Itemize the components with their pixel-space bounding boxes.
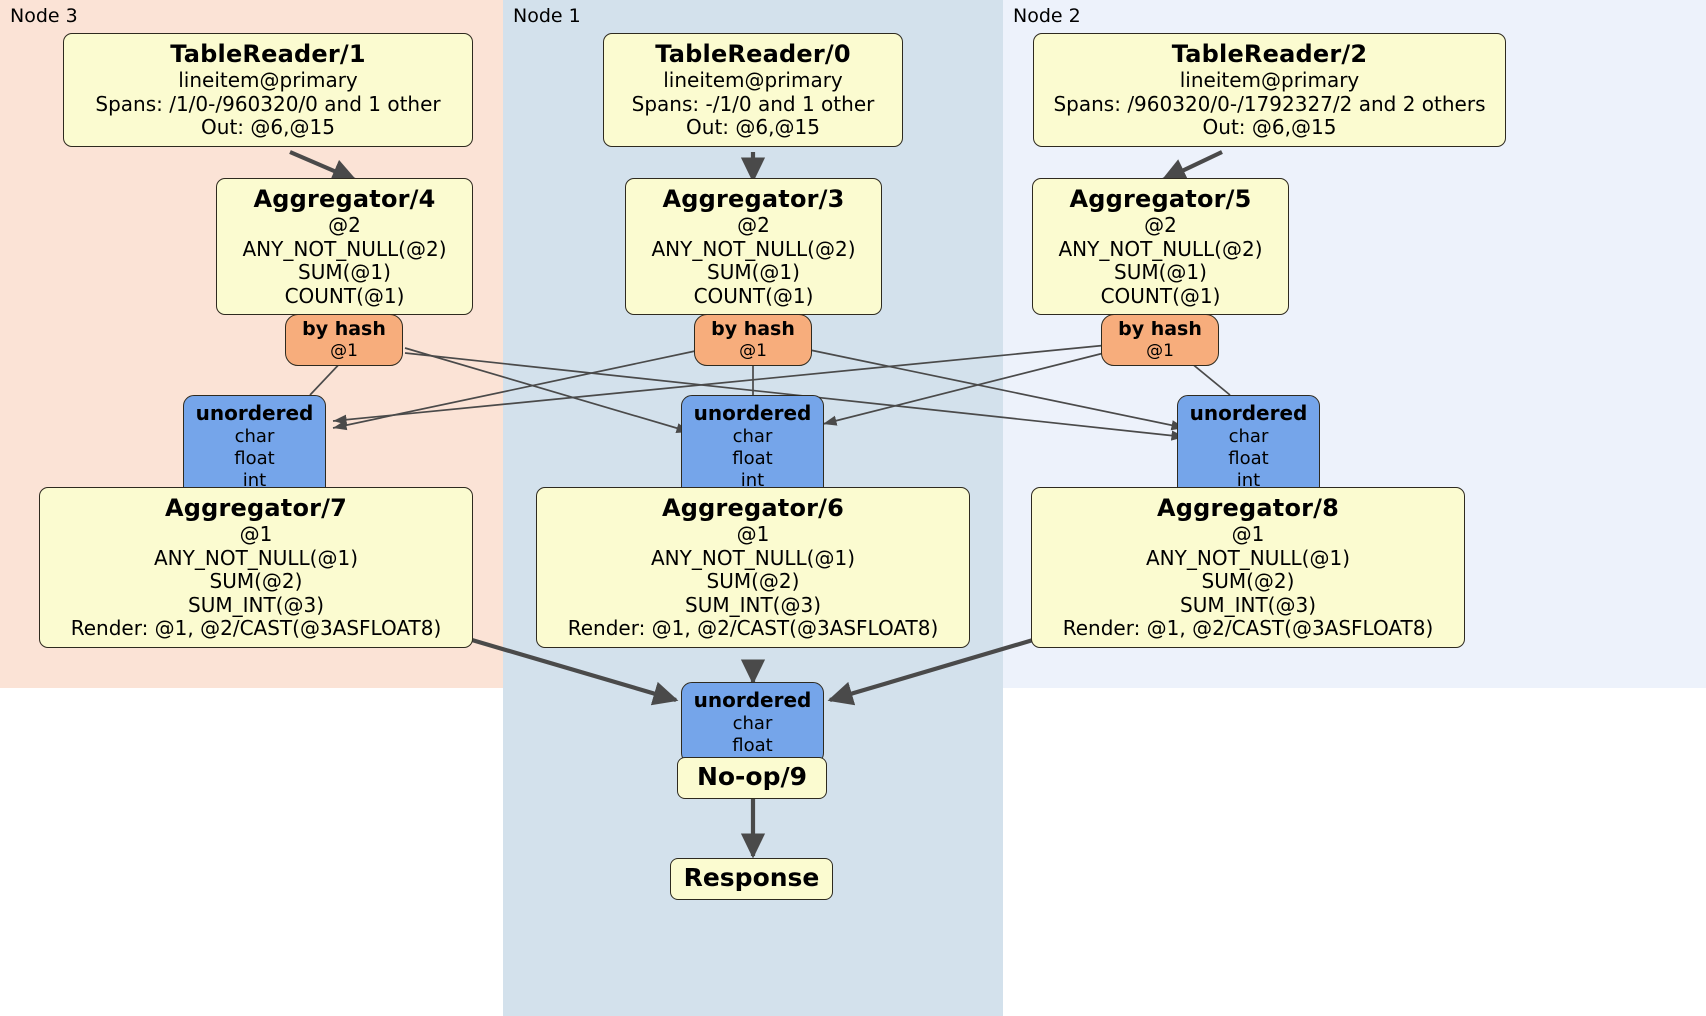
processor-title: Aggregator/7 <box>164 494 348 522</box>
router-title: by hash <box>711 318 795 340</box>
processor-line: @2 <box>1144 213 1177 237</box>
processor-title: Aggregator/3 <box>662 185 845 213</box>
processor-line: Spans: /1/0-/960320/0 and 1 other <box>95 91 441 116</box>
router-by-hash-aggregator-3[interactable]: by hash @1 <box>694 314 812 367</box>
processor-title: No-op/9 <box>696 762 808 791</box>
receiver-line: char <box>234 426 275 447</box>
node-panel-label-node2: Node 2 <box>1013 5 1081 27</box>
receiver-line: char <box>732 713 773 734</box>
processor-aggregator-3[interactable]: Aggregator/3 @2 ANY_NOT_NULL(@2) SUM(@1)… <box>625 178 882 316</box>
router-line: @1 <box>739 340 767 361</box>
router-line: @1 <box>1146 340 1174 361</box>
receiver-line: float <box>1228 447 1269 469</box>
router-line: @1 <box>330 340 358 361</box>
processor-line: @1 <box>1231 522 1265 546</box>
processor-line: @2 <box>737 213 770 237</box>
receiver-line: char <box>1228 426 1269 447</box>
node-panel-label-node3: Node 3 <box>10 5 78 27</box>
processor-line: Out: @6,@15 <box>201 115 335 140</box>
processor-line: COUNT(@1) <box>693 283 814 308</box>
receiver-line: float <box>234 447 275 469</box>
processor-line: COUNT(@1) <box>1100 283 1221 308</box>
processor-line: SUM_INT(@3) <box>1180 592 1316 617</box>
processor-title: Aggregator/4 <box>253 185 436 213</box>
processor-line: @2 <box>328 213 361 237</box>
processor-aggregator-6[interactable]: Aggregator/6 @1 ANY_NOT_NULL(@1) SUM(@2)… <box>536 487 970 648</box>
receiver-line: int <box>1236 469 1261 491</box>
router-by-hash-aggregator-4[interactable]: by hash @1 <box>285 314 403 367</box>
processor-line: Render: @1, @2/CAST(@3ASFLOAT8) <box>70 616 442 641</box>
receiver-title: unordered <box>693 688 812 712</box>
processor-line: ANY_NOT_NULL(@2) <box>1058 236 1263 261</box>
processor-line: SUM(@1) <box>298 260 391 285</box>
processor-line: SUM_INT(@3) <box>685 592 821 617</box>
processor-title: Aggregator/8 <box>1156 494 1340 522</box>
processor-line: @1 <box>736 522 770 546</box>
processor-line: Render: @1, @2/CAST(@3ASFLOAT8) <box>1062 616 1434 641</box>
receiver-line: int <box>242 469 267 491</box>
processor-line: Out: @6,@15 <box>1202 115 1337 140</box>
processor-line: lineitem@primary <box>663 68 843 92</box>
router-title: by hash <box>302 318 386 340</box>
processor-line: ANY_NOT_NULL(@2) <box>242 236 447 261</box>
processor-line: COUNT(@1) <box>284 283 405 308</box>
processor-title: TableReader/0 <box>655 40 851 68</box>
processor-table-reader-1[interactable]: TableReader/1 lineitem@primary Spans: /1… <box>63 33 473 147</box>
receiver-line: char <box>732 426 773 447</box>
processor-line: lineitem@primary <box>178 68 358 92</box>
processor-no-op-9[interactable]: No-op/9 <box>677 757 827 799</box>
receiver-title: unordered <box>1189 401 1308 425</box>
processor-table-reader-2[interactable]: TableReader/2 lineitem@primary Spans: /9… <box>1033 33 1506 147</box>
processor-line: SUM(@1) <box>707 260 800 285</box>
processor-line: lineitem@primary <box>1179 68 1360 92</box>
router-by-hash-aggregator-5[interactable]: by hash @1 <box>1101 314 1219 367</box>
processor-line: Spans: /960320/0-/1792327/2 and 2 others <box>1053 91 1486 116</box>
processor-title: Aggregator/5 <box>1069 185 1252 213</box>
processor-line: ANY_NOT_NULL(@1) <box>154 545 358 570</box>
response-title: Response <box>683 863 820 892</box>
router-title: by hash <box>1118 318 1202 340</box>
processor-line: ANY_NOT_NULL(@2) <box>651 236 856 261</box>
processor-line: SUM(@2) <box>1201 569 1295 594</box>
processor-line: SUM(@1) <box>1114 260 1207 285</box>
processor-line: SUM_INT(@3) <box>188 592 324 617</box>
receiver-unordered-final[interactable]: unordered char float <box>681 682 824 764</box>
processor-line: Render: @1, @2/CAST(@3ASFLOAT8) <box>567 616 939 641</box>
processor-line: SUM(@2) <box>209 569 303 594</box>
processor-line: SUM(@2) <box>706 569 800 594</box>
processor-title: Aggregator/6 <box>661 494 845 522</box>
receiver-line: float <box>732 447 773 469</box>
processor-aggregator-7[interactable]: Aggregator/7 @1 ANY_NOT_NULL(@1) SUM(@2)… <box>39 487 473 648</box>
processor-line: @1 <box>239 522 273 546</box>
node-panel-label-node1: Node 1 <box>513 5 581 27</box>
receiver-unordered-aggregator-8[interactable]: unordered char float int <box>1177 395 1320 499</box>
receiver-line: int <box>740 469 765 491</box>
response-node[interactable]: Response <box>670 858 833 900</box>
receiver-unordered-aggregator-6[interactable]: unordered char float int <box>681 395 824 499</box>
processor-aggregator-5[interactable]: Aggregator/5 @2 ANY_NOT_NULL(@2) SUM(@1)… <box>1032 178 1289 316</box>
processor-line: Spans: -/1/0 and 1 other <box>631 91 875 116</box>
receiver-line: float <box>732 734 773 756</box>
receiver-unordered-aggregator-7[interactable]: unordered char float int <box>183 395 326 499</box>
receiver-title: unordered <box>195 401 314 425</box>
processor-line: ANY_NOT_NULL(@1) <box>651 545 855 570</box>
processor-aggregator-4[interactable]: Aggregator/4 @2 ANY_NOT_NULL(@2) SUM(@1)… <box>216 178 473 316</box>
receiver-title: unordered <box>693 401 812 425</box>
processor-title: TableReader/2 <box>1171 40 1368 68</box>
processor-title: TableReader/1 <box>170 40 366 68</box>
processor-aggregator-8[interactable]: Aggregator/8 @1 ANY_NOT_NULL(@1) SUM(@2)… <box>1031 487 1465 648</box>
processor-table-reader-0[interactable]: TableReader/0 lineitem@primary Spans: -/… <box>603 33 903 147</box>
processor-line: ANY_NOT_NULL(@1) <box>1146 545 1350 570</box>
processor-line: Out: @6,@15 <box>686 115 820 140</box>
